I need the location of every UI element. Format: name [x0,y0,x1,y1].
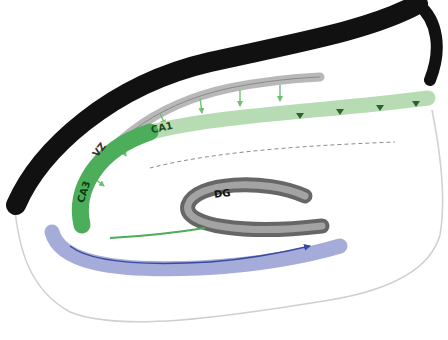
region-label: DG [213,188,231,200]
